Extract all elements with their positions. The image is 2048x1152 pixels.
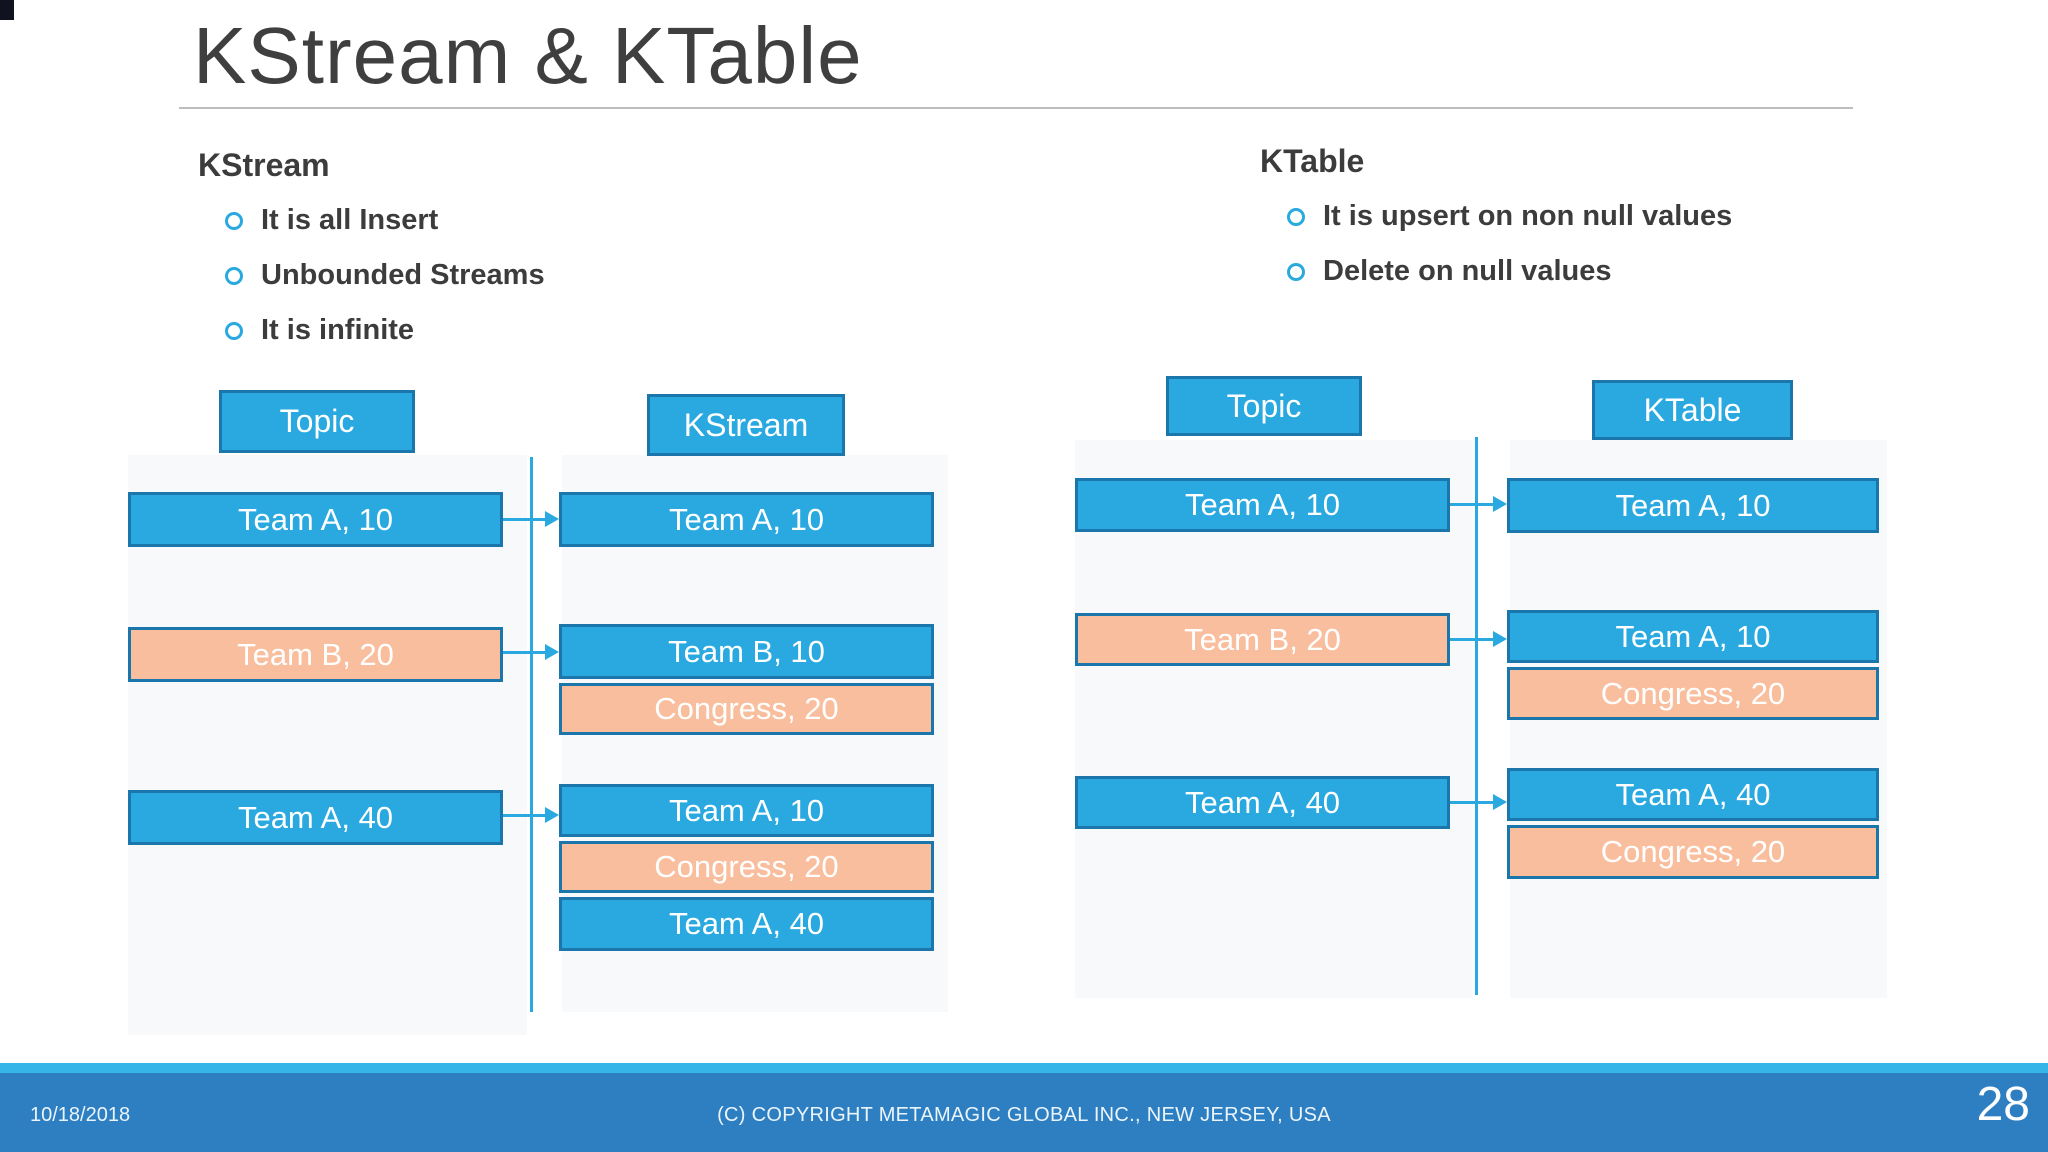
- column-background: [1075, 440, 1473, 998]
- arrow-head-icon: [545, 511, 559, 527]
- bullet-circle-icon: [1287, 207, 1305, 226]
- stream-timeline-line: [530, 457, 533, 1012]
- bullet-item: It is infinite: [225, 312, 545, 349]
- topic-record-box: Team A, 10: [128, 492, 503, 547]
- kstream-record-box: Team A, 40: [559, 897, 934, 951]
- footer-date: 10/18/2018: [30, 1104, 131, 1126]
- kstream-bullet-list: It is all Insert Unbounded Streams It is…: [198, 202, 545, 349]
- bullet-text: It is upsert on non null values: [1323, 200, 1733, 232]
- page-number: 28: [1976, 1078, 2030, 1131]
- topic-record-box: Team A, 40: [1075, 776, 1450, 829]
- corner-artifact: [0, 0, 14, 20]
- bullet-circle-icon: [225, 211, 243, 230]
- bullet-text: It is all Insert: [261, 204, 439, 236]
- footer-copyright: (C) COPYRIGHT METAMAGIC GLOBAL INC., NEW…: [717, 1104, 1331, 1126]
- kstream-record-box: Team A, 10: [559, 492, 934, 547]
- kstream-record-box: Team B, 10: [559, 624, 934, 679]
- bullet-item: It is all Insert: [225, 202, 545, 239]
- kstream-record-box: Congress, 20: [559, 841, 934, 893]
- arrow-line: [503, 518, 549, 521]
- bullet-item: Unbounded Streams: [225, 257, 545, 294]
- ktable-definition-list: KTable It is upsert on non null values D…: [1260, 142, 1732, 308]
- arrow-line: [1450, 503, 1497, 506]
- arrow-line: [503, 651, 549, 654]
- column-background: [128, 455, 527, 1035]
- arrow-head-icon: [1493, 631, 1507, 647]
- arrow-line: [1450, 801, 1497, 804]
- arrow-line: [1450, 638, 1497, 641]
- arrow-head-icon: [1493, 496, 1507, 512]
- bullet-text: It is infinite: [261, 314, 415, 346]
- bullet-item: It is upsert on non null values: [1287, 198, 1732, 235]
- slide-title: KStream & KTable: [193, 11, 863, 100]
- arrow-head-icon: [545, 807, 559, 823]
- ktable-record-box: Congress, 20: [1507, 825, 1879, 879]
- topic-record-box: Team A, 10: [1075, 478, 1450, 532]
- kstream-heading: KStream: [198, 147, 330, 183]
- arrow-line: [503, 814, 549, 817]
- topic-record-box: Team B, 20: [1075, 613, 1450, 666]
- arrow-head-icon: [1493, 794, 1507, 810]
- footer-accent-strip: [0, 1063, 2048, 1073]
- footer-bar: 10/18/2018 (C) COPYRIGHT METAMAGIC GLOBA…: [0, 1073, 2048, 1152]
- ktable-heading: KTable: [1260, 143, 1365, 179]
- topic-header-box: Topic: [219, 390, 415, 453]
- bullet-circle-icon: [225, 321, 243, 340]
- kstream-header-box: KStream: [647, 394, 845, 456]
- bullet-item: Delete on null values: [1287, 253, 1732, 290]
- arrow-head-icon: [545, 644, 559, 660]
- ktable-header-box: KTable: [1592, 380, 1793, 440]
- bullet-text: Delete on null values: [1323, 255, 1612, 287]
- stream-timeline-line: [1475, 437, 1478, 995]
- topic-record-box: Team A, 40: [128, 790, 503, 845]
- ktable-bullet-list: It is upsert on non null values Delete o…: [1260, 198, 1732, 290]
- topic-header-box: Topic: [1166, 376, 1362, 436]
- ktable-record-box: Team A, 40: [1507, 768, 1879, 821]
- ktable-record-box: Team A, 10: [1507, 478, 1879, 533]
- title-underline: [179, 107, 1853, 109]
- topic-record-box: Team B, 20: [128, 627, 503, 682]
- ktable-record-box: Congress, 20: [1507, 667, 1879, 720]
- bullet-text: Unbounded Streams: [261, 259, 545, 291]
- kstream-record-box: Congress, 20: [559, 683, 934, 735]
- bullet-circle-icon: [1287, 262, 1305, 281]
- kstream-record-box: Team A, 10: [559, 784, 934, 837]
- bullet-circle-icon: [225, 266, 243, 285]
- ktable-record-box: Team A, 10: [1507, 610, 1879, 663]
- kstream-definition-list: KStream It is all Insert Unbounded Strea…: [198, 146, 545, 367]
